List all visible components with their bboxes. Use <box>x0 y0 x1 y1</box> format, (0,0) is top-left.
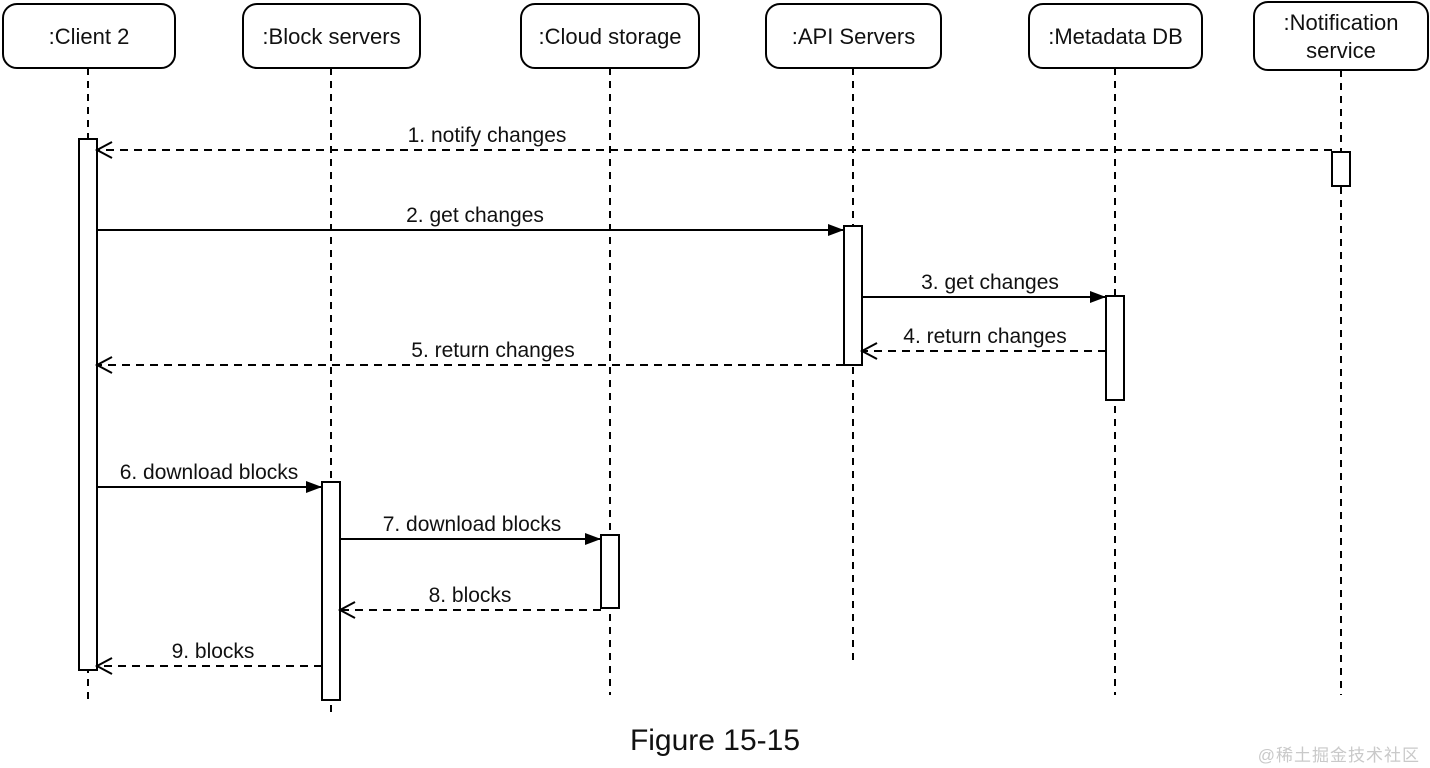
participant-box-block <box>242 3 421 69</box>
participant-label-block: :Block servers <box>262 24 400 49</box>
arrowhead-open-1 <box>94 141 113 159</box>
participant-label-metadata: :Metadata DB <box>1048 24 1183 49</box>
participant-box-cloud <box>520 3 700 69</box>
activation-bar-api <box>843 225 863 366</box>
participant-box-client2 <box>2 3 176 69</box>
message-label-9: 9. blocks <box>172 640 255 663</box>
figure-caption: Figure 15-15 <box>629 724 801 757</box>
arrowhead-filled-7 <box>585 533 601 545</box>
watermark-text: @稀土掘金技术社区 <box>1257 746 1420 765</box>
message-label-2: 2. get changes <box>406 204 544 227</box>
message-label-8: 8. blocks <box>429 584 512 607</box>
arrowhead-open-4 <box>859 342 878 360</box>
participant-label-cloud: :Cloud storage <box>538 24 681 49</box>
participant-box-notification <box>1253 1 1429 71</box>
arrowhead-filled-2 <box>828 224 844 236</box>
arrowhead-open-8 <box>337 601 356 619</box>
message-label-5: 5. return changes <box>411 339 574 362</box>
message-label-4: 4. return changes <box>903 325 1066 348</box>
participant-label-api: :API Servers <box>792 24 915 49</box>
activation-bar-notification <box>1331 151 1351 187</box>
message-label-3: 3. get changes <box>921 271 1059 294</box>
arrowhead-open-9 <box>94 657 113 675</box>
activation-bar-metadata <box>1105 295 1125 401</box>
activation-bar-client2 <box>78 138 98 671</box>
message-label-1: 1. notify changes <box>408 124 567 147</box>
message-label-6: 6. download blocks <box>120 461 299 484</box>
activation-bar-cloud <box>600 534 620 609</box>
participant-label-notification: service <box>1306 38 1376 63</box>
participant-label-client2: :Client 2 <box>49 24 130 49</box>
participant-label-notification: :Notification <box>1284 10 1399 35</box>
participant-box-metadata <box>1028 3 1203 69</box>
arrowhead-filled-6 <box>306 481 322 493</box>
participant-box-api <box>765 3 942 69</box>
arrowhead-filled-3 <box>1090 291 1106 303</box>
arrowhead-open-5 <box>94 356 113 374</box>
message-label-7: 7. download blocks <box>383 513 562 536</box>
activation-bar-block <box>321 481 341 701</box>
